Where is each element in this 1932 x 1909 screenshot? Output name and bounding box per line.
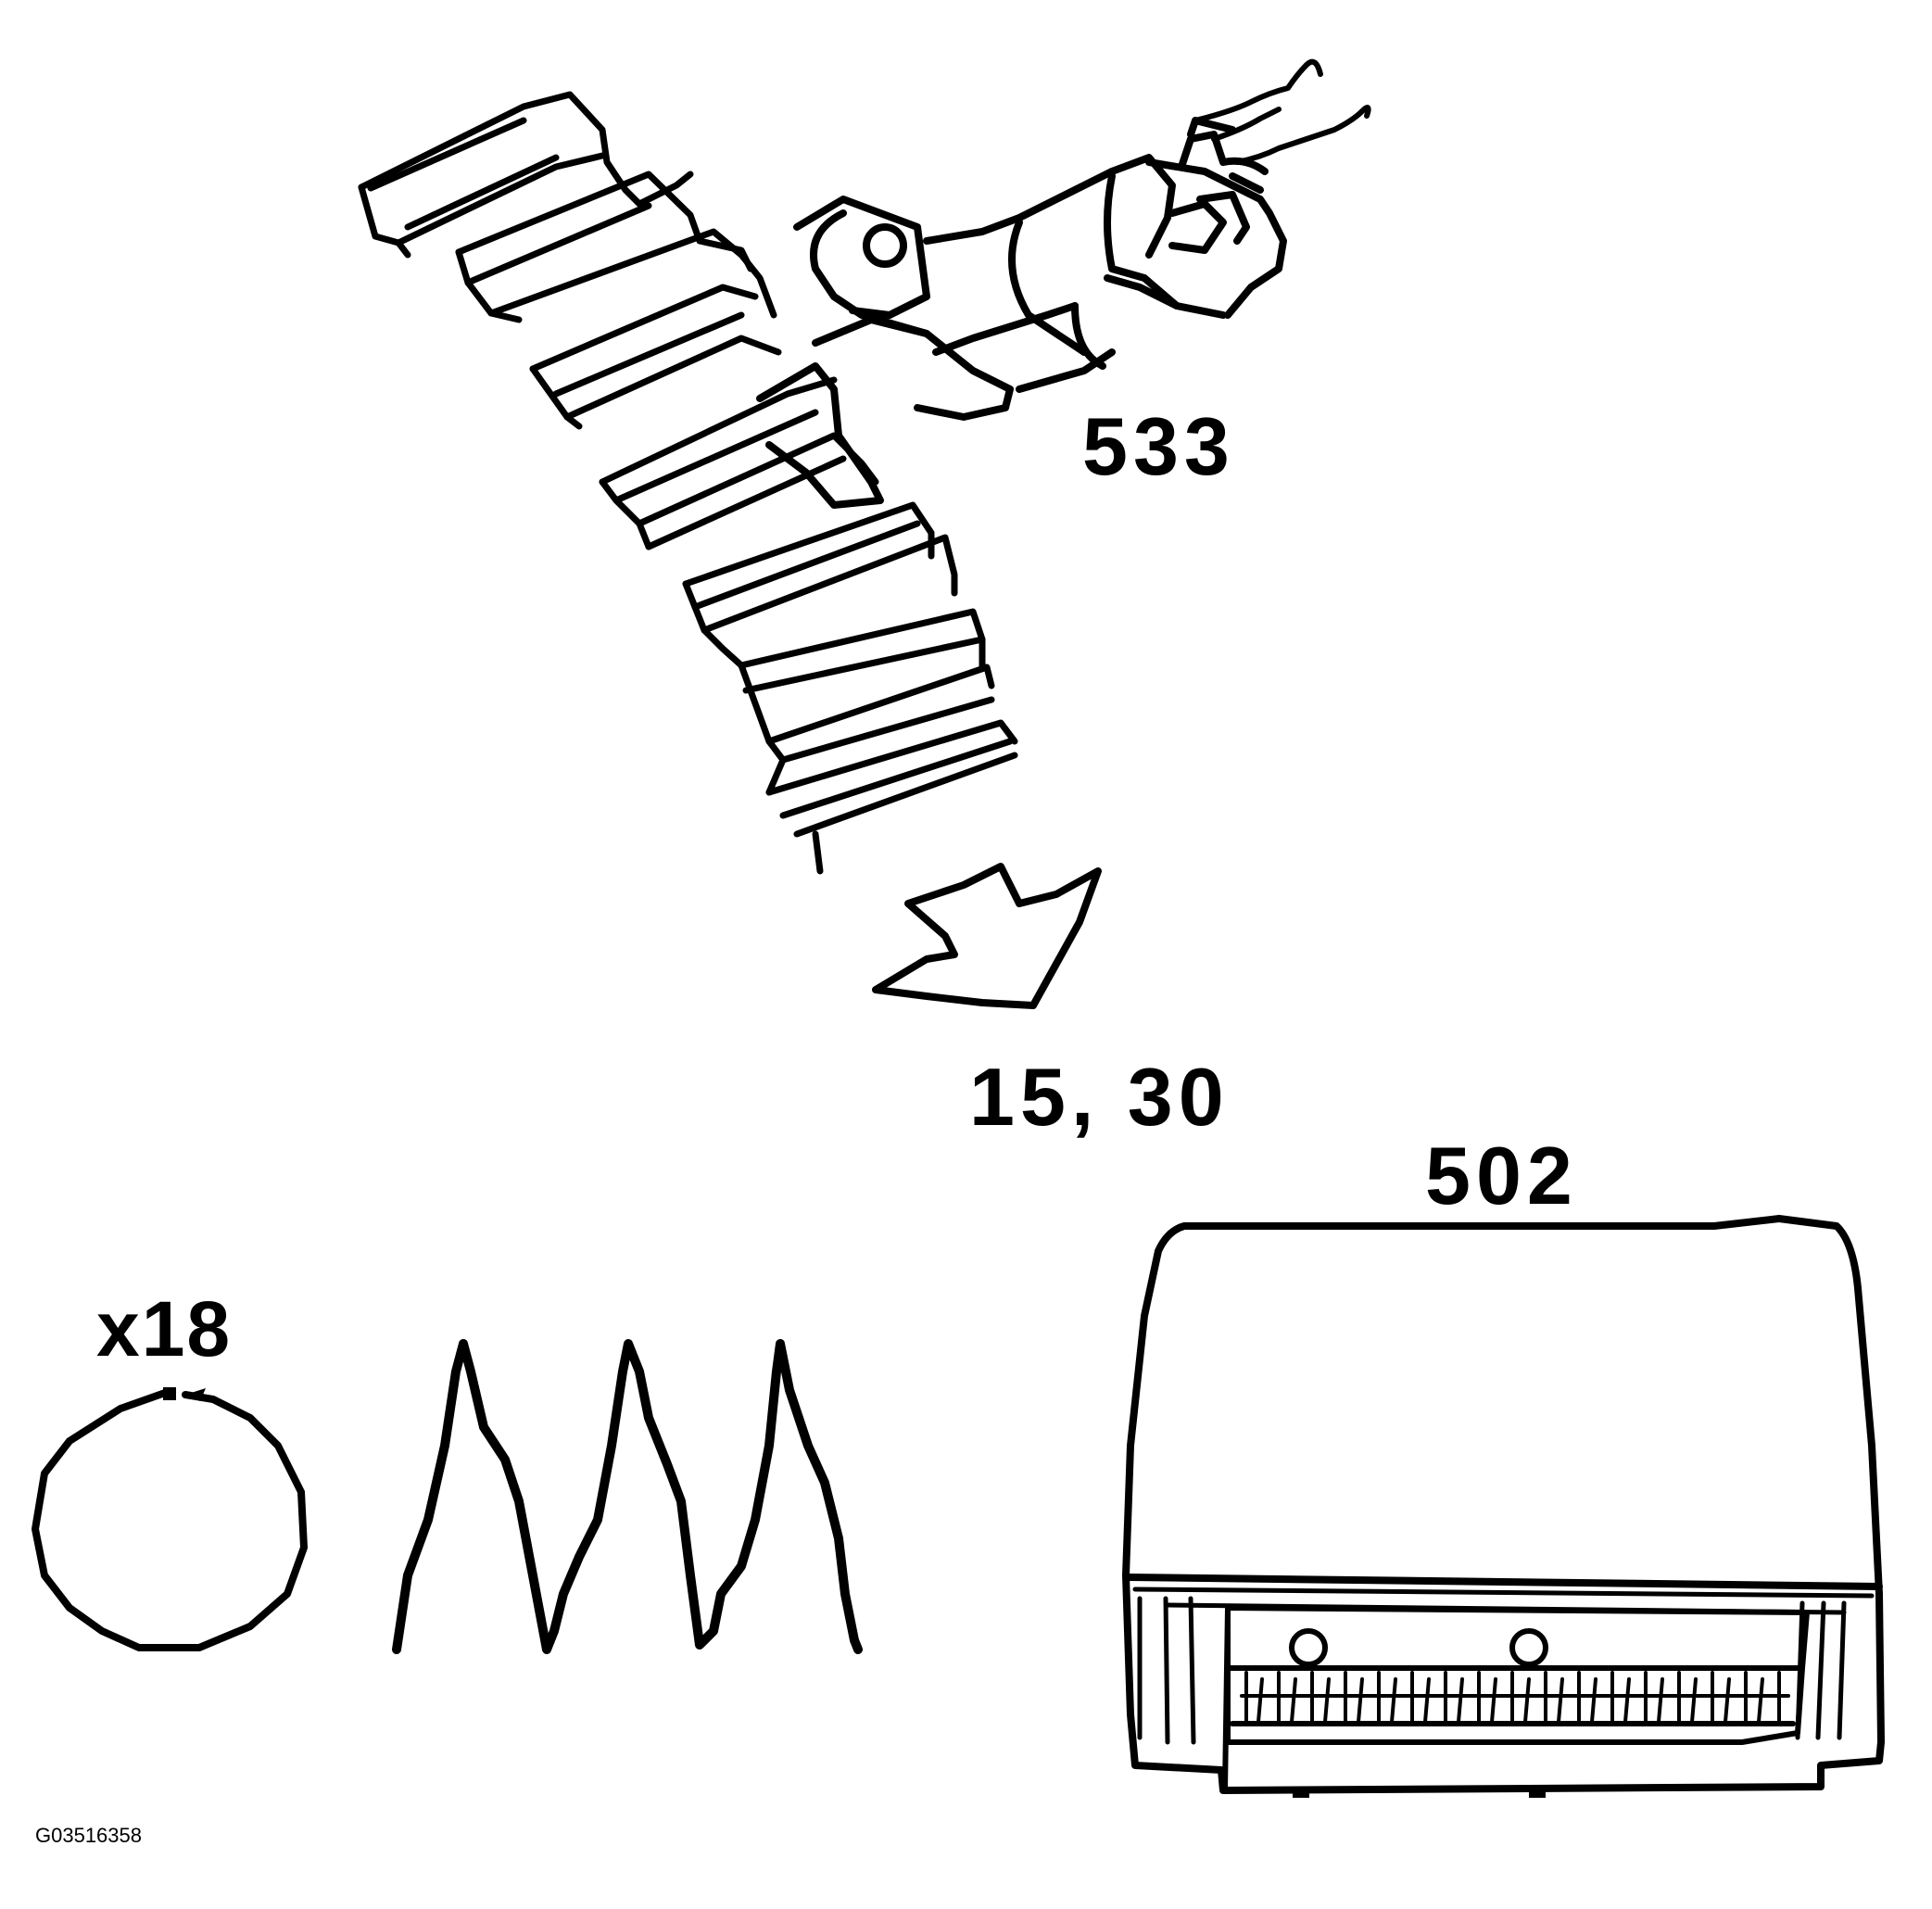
arrow-down-right-icon	[872, 863, 1102, 1009]
figure-id-label: G03516358	[35, 1824, 142, 1847]
waveform-icon	[392, 1339, 863, 1654]
signal-multiplier-label: x18	[96, 1285, 233, 1372]
rotation-circle-icon	[32, 1387, 308, 1651]
sensor-part-label: 533	[1082, 400, 1235, 492]
control-module-part-label: 502	[1425, 1130, 1578, 1221]
control-module-icon	[1122, 1215, 1885, 1798]
wheel-speed-sensor-icon	[358, 58, 1371, 875]
terminal-numbers-label: 15, 30	[969, 1051, 1230, 1143]
connector-pins	[1240, 1671, 1790, 1724]
